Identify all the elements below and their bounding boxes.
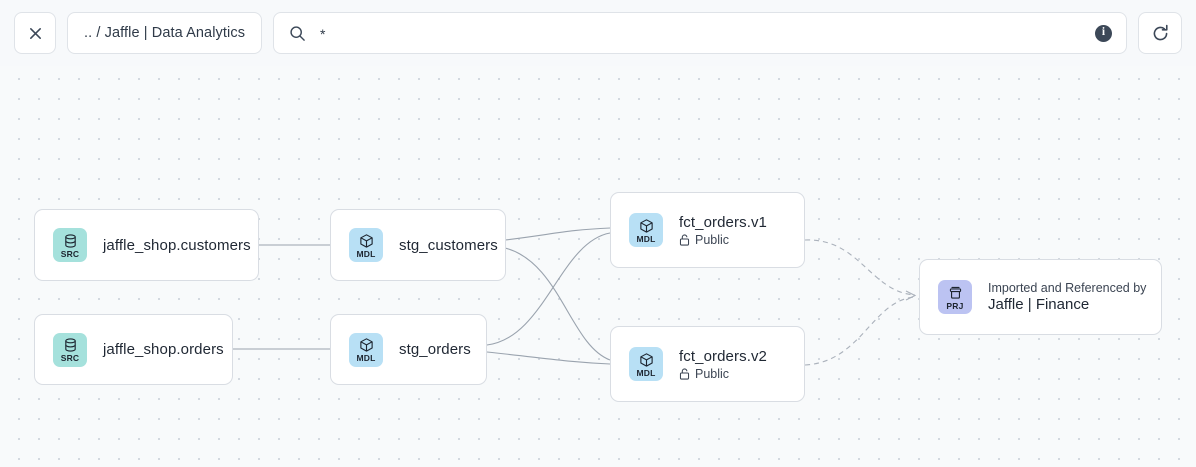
breadcrumb[interactable]: .. / Jaffle | Data Analytics: [67, 12, 263, 54]
src-badge: SRC: [53, 332, 87, 367]
project-icon: [949, 286, 961, 299]
visibility-label: Public: [695, 366, 730, 381]
mdl-badge: MDL: [629, 347, 663, 381]
badge-label: SRC: [60, 248, 80, 259]
unlock-icon: [679, 233, 690, 246]
node-title: jaffle_shop.orders: [103, 341, 224, 358]
node-text: fct_orders.v1 Public: [679, 214, 767, 247]
edge-stgorders-to-v1: [486, 232, 611, 346]
node-visibility: Public: [679, 367, 767, 381]
refresh-button[interactable]: [1138, 12, 1182, 54]
project-caption: Imported and Referenced by: [988, 281, 1147, 295]
src-badge: SRC: [53, 228, 87, 262]
cube-icon: [639, 218, 653, 233]
badge-label: MDL: [636, 367, 656, 378]
node-text: fct_orders.v2 Public: [679, 348, 767, 381]
node-text: jaffle_shop.customers: [103, 237, 251, 254]
badge-label: MDL: [636, 233, 656, 244]
arrowhead-project-a: [905, 290, 917, 301]
info-icon[interactable]: i: [1095, 24, 1112, 42]
badge-label: PRJ: [946, 300, 964, 311]
edge-stgorders-to-v2: [486, 351, 611, 365]
edge-v2-to-project: [804, 296, 916, 366]
node-text: Imported and Referenced by Jaffle | Fina…: [988, 281, 1146, 313]
edge-stgcustomers-to-v1: [504, 227, 611, 241]
node-stg-customers[interactable]: MDL stg_customers: [330, 209, 506, 281]
node-jaffle-finance-project[interactable]: PRJ Imported and Referenced by Jaffle | …: [919, 259, 1162, 335]
mdl-badge: MDL: [349, 228, 383, 262]
edge-stgcustomers-to-v2: [504, 247, 611, 361]
node-text: jaffle_shop.orders: [103, 341, 224, 358]
cube-icon: [639, 352, 653, 367]
badge-label: MDL: [356, 353, 376, 363]
node-title: fct_orders.v2: [679, 347, 768, 365]
unlock-icon: [679, 367, 690, 380]
node-title: fct_orders.v1: [679, 213, 768, 231]
visibility-label: Public: [695, 232, 730, 247]
toolbar: .. / Jaffle | Data Analytics i: [0, 0, 1196, 66]
badge-label: SRC: [60, 353, 80, 363]
cube-icon: [359, 338, 373, 352]
refresh-icon: [1153, 24, 1168, 40]
node-stg-orders[interactable]: MDL stg_orders: [330, 314, 487, 385]
node-jaffle-shop-orders[interactable]: SRC jaffle_shop.orders: [34, 314, 233, 385]
node-fct-orders-v2[interactable]: MDL fct_orders.v2 Public: [610, 326, 805, 402]
node-text: stg_orders: [399, 341, 471, 358]
node-jaffle-shop-customers[interactable]: SRC jaffle_shop.customers: [34, 209, 259, 281]
node-text: stg_customers: [399, 237, 498, 254]
node-fct-orders-v1[interactable]: MDL fct_orders.v1 Public: [610, 192, 805, 268]
mdl-badge: MDL: [349, 332, 383, 367]
node-title: stg_orders: [399, 341, 471, 358]
edge-v1-to-project: [804, 239, 916, 296]
node-title: jaffle_shop.customers: [103, 236, 251, 254]
search-box[interactable]: i: [273, 12, 1127, 54]
database-icon: [64, 233, 76, 248]
search-input[interactable]: [320, 24, 1081, 42]
database-icon: [64, 338, 76, 352]
close-icon: [29, 27, 41, 39]
node-title: stg_customers: [399, 236, 498, 254]
project-name: Jaffle | Finance: [988, 296, 1090, 313]
cube-icon: [359, 233, 373, 248]
badge-label: MDL: [356, 248, 376, 259]
node-visibility: Public: [679, 233, 767, 247]
prj-badge: PRJ: [938, 280, 972, 314]
mdl-badge: MDL: [629, 213, 663, 247]
close-button[interactable]: [14, 12, 56, 54]
search-icon: [290, 25, 305, 41]
